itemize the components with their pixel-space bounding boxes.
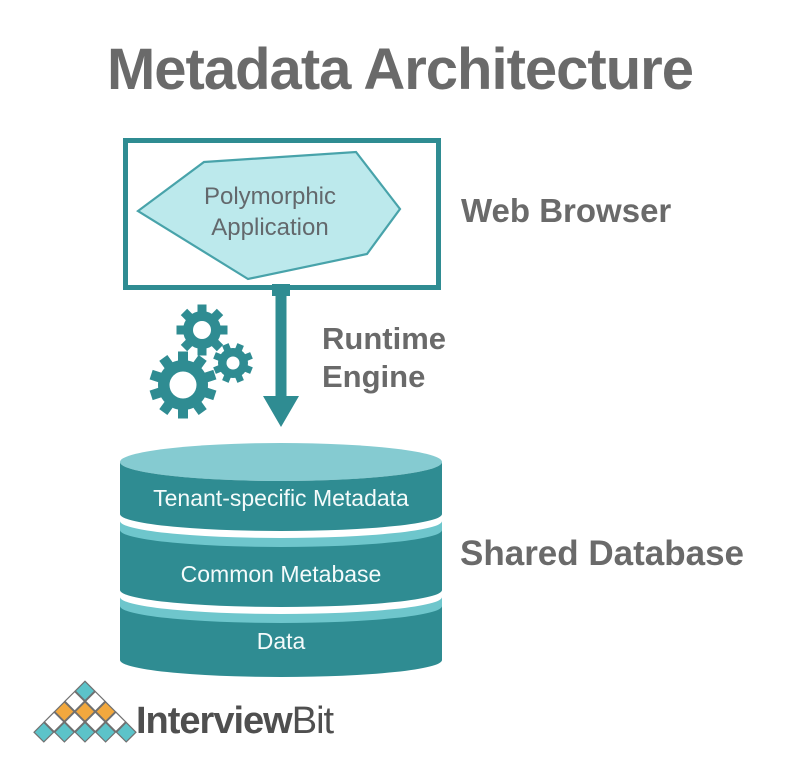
page-title: Metadata Architecture (106, 37, 694, 102)
gears-icon (149, 304, 253, 419)
database-cylinder-icon (120, 443, 442, 677)
runtime-engine-label-line1: Runtime (322, 321, 446, 356)
polymorphic-application-label-line2: Application (211, 214, 329, 241)
db-layer-common-metabase: Common Metabase (180, 561, 382, 587)
runtime-engine-label-line2: Engine (322, 359, 426, 394)
interviewbit-wordmark: InterviewBit (136, 700, 334, 743)
interviewbit-wordmark-bit: Bit (291, 700, 334, 742)
shared-database-label: Shared Database (460, 534, 745, 573)
polymorphic-application-shape (136, 150, 402, 281)
down-arrow-icon (263, 284, 299, 427)
polymorphic-application-label-line1: Polymorphic (203, 183, 337, 210)
interviewbit-wordmark-interview: Interview (136, 700, 293, 742)
db-layer-tenant-specific-metadata: Tenant-specific Metadata (153, 485, 409, 511)
diamond-pyramid-logo-icon (33, 680, 137, 743)
db-layer-data: Data (256, 628, 306, 654)
runtime-engine-label: Runtime Engine (322, 320, 446, 396)
web-browser-label: Web Browser (461, 192, 672, 229)
polymorphic-application-label: Polymorphic Application (138, 181, 402, 243)
